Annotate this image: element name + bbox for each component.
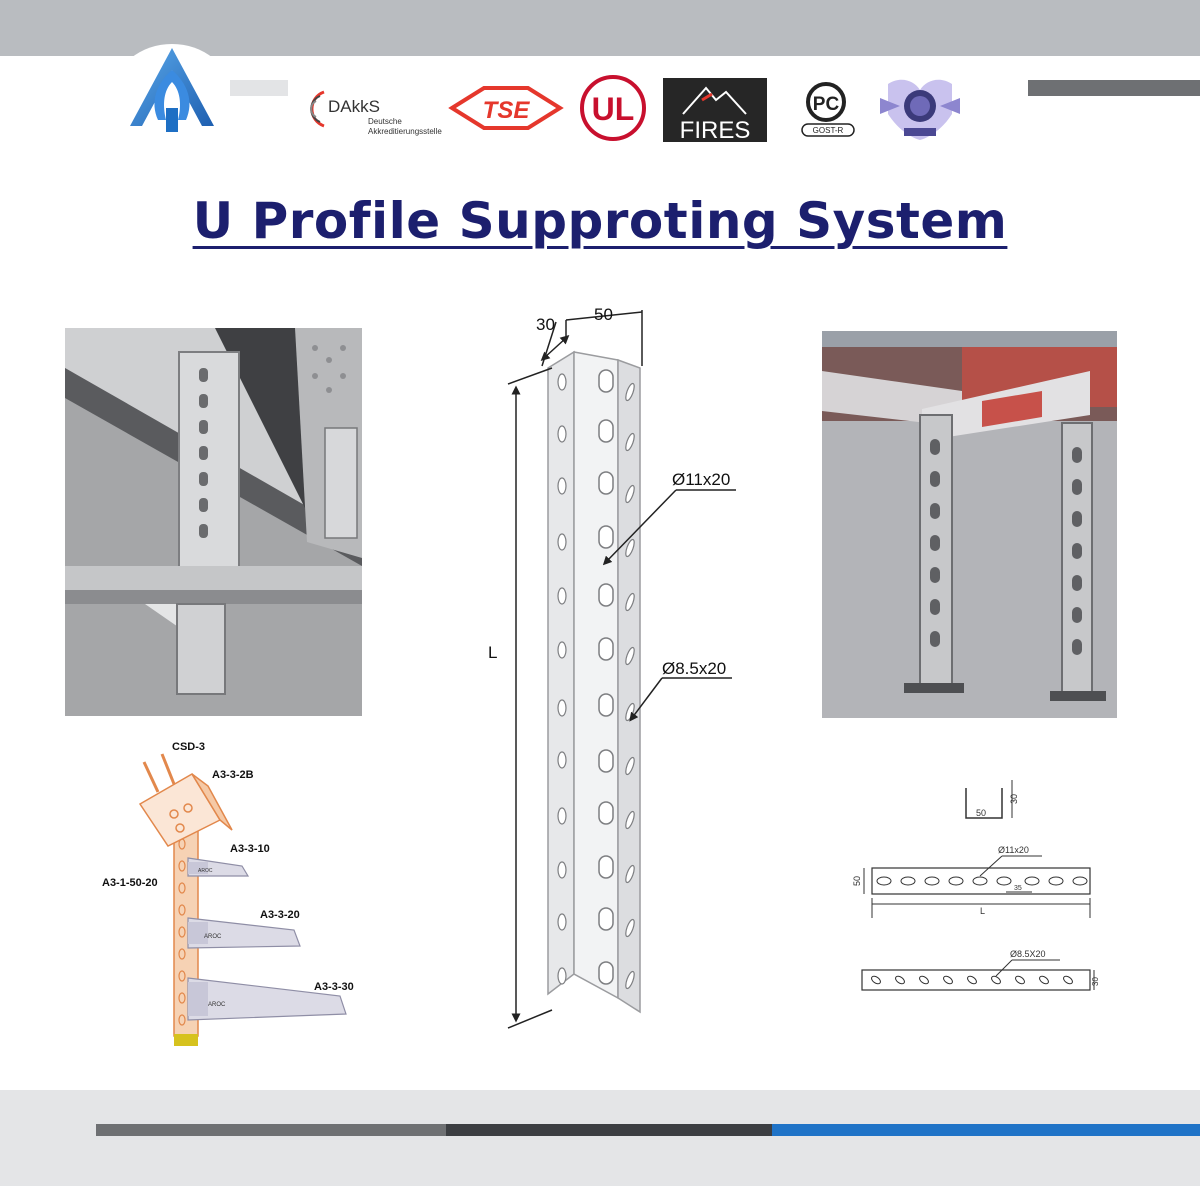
certification-logos: DAkkS Deutsche Akkreditierungsstelle TSE… — [288, 56, 1028, 152]
page-title: U Profile Supproting System — [192, 192, 1008, 250]
ul-text: UL — [592, 91, 635, 127]
gost-text: GOST-R — [813, 126, 844, 135]
label-a3-1-50-20: A3-1-50-20 — [102, 877, 158, 889]
section-length: L — [980, 906, 985, 916]
bracket-brand-3: AROC — [208, 1002, 226, 1008]
fires-logo: FIRES — [663, 78, 767, 144]
header-rule-right — [1028, 80, 1200, 96]
footer-bar-gray — [96, 1124, 446, 1136]
section-hole-small: Ø8.5X20 — [1010, 949, 1046, 959]
assembly-illustration: CSD-3 A3-3-2B A3-3-10 A3-1-50-20 A3-3-20… — [96, 734, 376, 1054]
ul-logo: UL — [580, 75, 646, 141]
section-depth: 30 — [1009, 794, 1019, 804]
section-face: 50 — [976, 808, 986, 818]
label-a3-3-30: A3-3-30 — [314, 981, 354, 993]
crest-logo — [880, 79, 960, 140]
bracket-brand-2: AROC — [204, 934, 222, 940]
bracket-brand-1: AROC — [198, 868, 213, 874]
section-pitch: 35 — [1014, 885, 1022, 892]
section-drawings: 50 30 Ø11x20 35 50 L — [846, 770, 1106, 1000]
label-a3-3-20: A3-3-20 — [260, 909, 300, 921]
fires-text: FIRES — [680, 117, 751, 144]
dakks-line2: Akkreditierungsstelle — [368, 127, 442, 136]
dakks-line1: Deutsche — [368, 117, 402, 126]
section-hole-large: Ø11x20 — [998, 845, 1029, 855]
label-a3-3-10: A3-3-10 — [230, 843, 270, 855]
dakks-name: DAkkS — [328, 97, 380, 116]
gost-symbol: PC — [813, 94, 840, 115]
u-profile-drawing: 30 50 L Ø11x20 Ø8.5x20 — [470, 298, 770, 1040]
footer-band — [0, 1090, 1200, 1186]
dim-face: 50 — [594, 305, 613, 324]
footer-bar-blue — [772, 1124, 1200, 1136]
label-csd: CSD-3 — [172, 741, 205, 753]
company-logo — [112, 40, 232, 140]
hole-small-label: Ø8.5x20 — [662, 659, 726, 678]
installation-photo-floor — [822, 331, 1117, 718]
footer-bar-dark — [446, 1124, 772, 1136]
dim-depth: 30 — [536, 315, 555, 334]
section-side-depth: 30 — [1091, 977, 1100, 986]
installation-photo-ceiling — [65, 328, 362, 716]
tse-logo: TSE — [448, 86, 564, 130]
dakks-logo: DAkkS Deutsche Akkreditierungsstelle — [310, 90, 442, 136]
tse-text: TSE — [483, 97, 531, 124]
top-band — [0, 0, 1200, 56]
hole-large-label: Ø11x20 — [672, 470, 730, 489]
header-rule-left — [230, 80, 290, 96]
gost-logo: PC GOST-R — [801, 82, 855, 137]
section-height: 50 — [852, 876, 862, 886]
label-a3-3-2b: A3-3-2B — [212, 769, 254, 781]
dim-length: L — [488, 643, 497, 662]
